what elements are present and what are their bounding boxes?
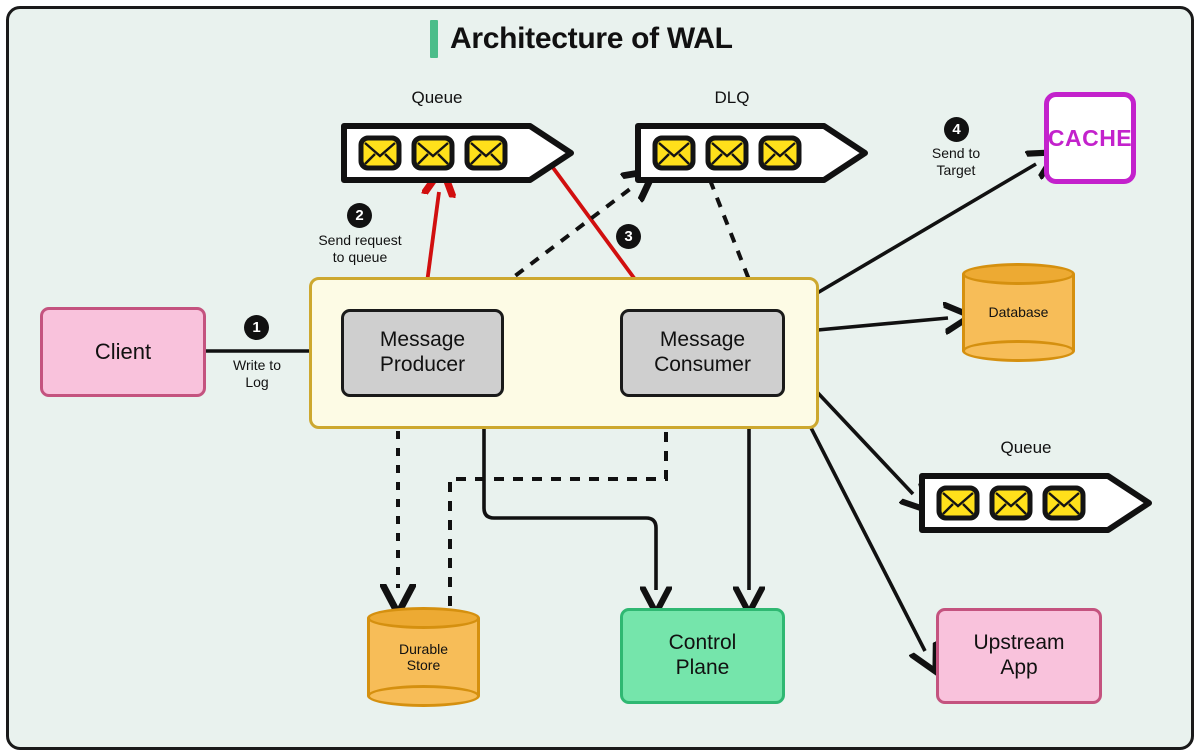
title-accent-bar [430, 20, 438, 58]
queue-shape-outline [635, 123, 868, 183]
message-producer-node[interactable]: Message Producer [341, 309, 504, 397]
cache-node[interactable]: CACHE [1044, 92, 1136, 184]
control-plane-node[interactable]: Control Plane [620, 608, 785, 704]
cylinder-body [367, 618, 480, 696]
page-title: Architecture of WAL [430, 20, 733, 58]
client-label: Client [94, 339, 152, 364]
durable-store-node[interactable]: Durable Store [367, 607, 480, 707]
database-label: Database [988, 304, 1049, 321]
queue-dlq[interactable] [634, 118, 869, 188]
dlq-label: DLQ [714, 88, 750, 107]
queue-bottom-label: Queue [1000, 438, 1052, 457]
envelope-icon [989, 485, 1033, 521]
envelope-icon [358, 135, 402, 171]
step-badge-1: 1 [244, 315, 269, 340]
queue-top-label: Queue [411, 88, 463, 107]
step-4-label: Send to Target [931, 145, 981, 178]
step-badge-2: 2 [347, 203, 372, 228]
step-badge-3: 3 [616, 224, 641, 249]
cylinder-bottom [962, 340, 1075, 362]
upstream-app-label: Upstream App [973, 631, 1065, 679]
queue-messages [918, 468, 1086, 538]
database-node[interactable]: Database [962, 263, 1075, 362]
envelope-icon [411, 135, 455, 171]
queue-bottom-right[interactable] [918, 468, 1153, 538]
title-label: Architecture of WAL [450, 22, 733, 55]
envelope-icon [652, 135, 696, 171]
step-1-label: Write to Log [233, 357, 281, 390]
durable-store-label: Durable Store [398, 640, 449, 673]
envelope-icon [1042, 485, 1086, 521]
client-node[interactable]: Client [40, 307, 206, 397]
cylinder-bottom [367, 685, 480, 707]
envelope-icon [464, 135, 508, 171]
cache-label: CACHE [1047, 124, 1133, 151]
step-badge-4: 4 [944, 117, 969, 142]
message-consumer-label: Message Consumer [654, 328, 751, 376]
cylinder-top [367, 607, 480, 629]
step-2-label: Send request to queue [318, 232, 402, 265]
queue-messages [634, 118, 802, 188]
cylinder-body [962, 274, 1075, 351]
control-plane-label: Control Plane [668, 631, 737, 679]
envelope-icon [936, 485, 980, 521]
envelope-icon [705, 135, 749, 171]
queue-shape-outline [919, 473, 1152, 533]
cylinder-top [962, 263, 1075, 285]
envelope-icon [758, 135, 802, 171]
message-producer-label: Message Producer [379, 328, 466, 376]
queue-messages [340, 118, 508, 188]
message-consumer-node[interactable]: Message Consumer [620, 309, 785, 397]
queue-top-left[interactable] [340, 118, 575, 188]
queue-shape-outline [341, 123, 574, 183]
upstream-app-node[interactable]: Upstream App [936, 608, 1102, 704]
